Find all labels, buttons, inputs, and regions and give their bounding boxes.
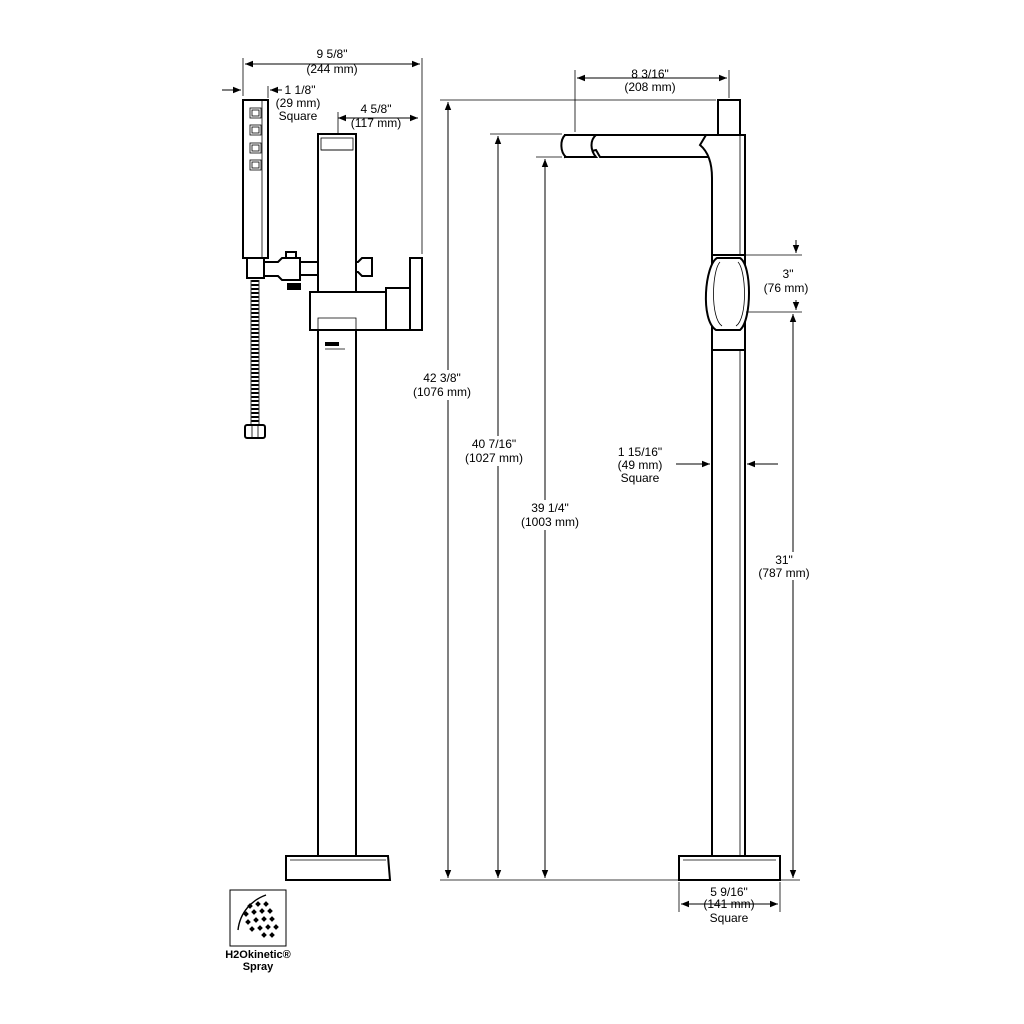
dimension-lines [222,58,802,912]
logo-line2: Spray [243,961,274,973]
spout-top-height-metric: (1027 mm) [465,451,523,465]
base-width-metric: (141 mm) [703,897,754,911]
spout-reach-imperial: 8 3/16" [631,67,669,81]
side-view [242,99,423,881]
base-front [678,855,781,881]
overall-width-metric: (244 mm) [306,62,357,76]
overall-height-imperial: 42 3/8" [423,371,461,385]
h2okinetic-logo: H2Okinetic® Spray [225,889,291,973]
overall-width-imperial: 9 5/8" [317,47,348,61]
base-width-imperial: 5 9/16" [710,885,748,899]
column-offset-imperial: 4 5/8" [361,102,392,116]
h2okinetic-spray-icon [229,889,287,947]
column-side [309,133,423,857]
spout-top-height-imperial: 40 7/16" [472,437,516,451]
holder-elevation-metric: (787 mm) [758,566,809,580]
holder-height-metric: (76 mm) [764,281,809,295]
column-width-imperial: 1 15/16" [618,445,662,459]
spout [560,134,719,159]
spout-outlet-height-metric: (1003 mm) [521,515,579,529]
handshower [242,99,269,279]
handshower-width-imperial: 1 1/8" [285,83,316,97]
column-width-note: Square [621,471,660,485]
handshower-width-metric: (29 mm) [276,96,321,110]
spout-reach-metric: (208 mm) [624,80,675,94]
logo-line1: H2Okinetic® [225,949,291,961]
hose [244,280,266,439]
handshower-width-note: Square [279,109,318,123]
holder-elevation-imperial: 31" [775,553,793,567]
holder-height-imperial: 3" [783,267,794,281]
front-view [560,99,781,881]
overall-height-metric: (1076 mm) [413,385,471,399]
column-front [698,99,750,857]
dimension-labels: 9 5/8" (244 mm) 1 1/8" (29 mm) Square 4 … [276,47,814,925]
column-offset-metric: (117 mm) [351,116,401,130]
base-side [285,855,392,881]
column-width-metric: (49 mm) [618,458,663,472]
spout-outlet-height-imperial: 39 1/4" [531,501,569,515]
base-width-note: Square [710,911,749,925]
